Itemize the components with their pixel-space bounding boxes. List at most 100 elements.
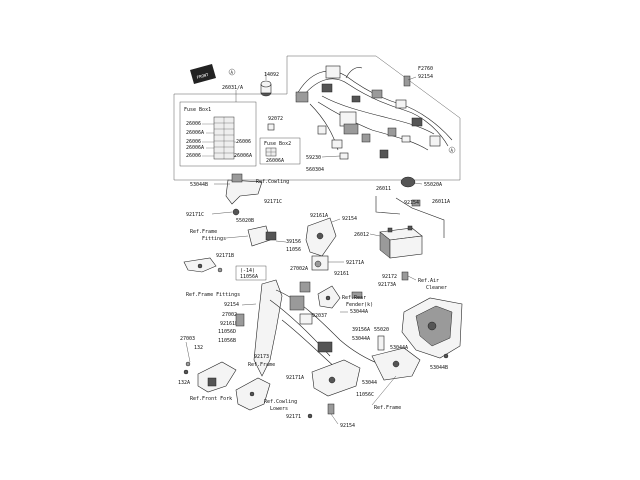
fuse-row-6: 26006 bbox=[186, 153, 201, 159]
label-92173a: 92173A bbox=[378, 282, 396, 288]
label-92171: 92171 bbox=[286, 414, 301, 420]
label-27003: 27003 bbox=[180, 336, 195, 342]
part-92072 bbox=[267, 123, 275, 131]
battery-26012 bbox=[379, 225, 423, 259]
upper-bracket bbox=[225, 173, 263, 216]
label-11056b: 11056B bbox=[218, 338, 236, 344]
label-11056a: 11056A bbox=[240, 274, 258, 280]
label-26011: 26011 bbox=[376, 186, 391, 192]
label-ref-cowling-low: Ref.Cowling bbox=[264, 399, 297, 405]
part-92154-b bbox=[327, 403, 335, 415]
label-26012: 26012 bbox=[354, 232, 369, 238]
fuse-row-3: 26006 bbox=[236, 139, 251, 145]
fuse-row-7: 26006A bbox=[234, 153, 252, 159]
main-wire-harness bbox=[295, 65, 453, 159]
label-39156a: 39156A bbox=[352, 327, 370, 333]
label-560304: 560304 bbox=[306, 167, 324, 173]
fork-bracket-27003 bbox=[183, 361, 237, 393]
label-39156: 39156 bbox=[286, 239, 301, 245]
label-f2760: F2760 bbox=[418, 66, 433, 72]
label-132: 132 bbox=[194, 345, 203, 351]
label-53044a-c: 53044A bbox=[390, 345, 408, 351]
label-ref-air: Ref.Air bbox=[418, 278, 439, 284]
label-92171c-a: 92171C bbox=[264, 199, 282, 205]
fuse-row-4: 26006 bbox=[186, 139, 201, 145]
label-55020a: 55020A bbox=[424, 182, 442, 188]
label-lowers: Lowers bbox=[270, 406, 288, 412]
label-27002: 27002 bbox=[222, 312, 237, 318]
label-cleaner: Cleaner bbox=[426, 285, 447, 291]
label-11056: 11056 bbox=[286, 247, 301, 253]
label-92161: 92161 bbox=[334, 271, 349, 277]
label-92171c-b: 92171C bbox=[186, 212, 204, 218]
label-ref-cowling: Ref.Cowling bbox=[256, 179, 289, 185]
front-badge-text: FRONT bbox=[196, 72, 209, 80]
rear-fender-bracket bbox=[317, 285, 363, 309]
fuse-row-1: 26006 bbox=[186, 121, 201, 127]
label-92171b: 92171B bbox=[216, 253, 234, 259]
label-ref-frame-2: Ref.Frame bbox=[248, 362, 275, 368]
fuse-box-1: Fuse Box1 26006 26006A 26006 26006 26006… bbox=[179, 101, 257, 167]
label-92171a: 92171A bbox=[346, 260, 364, 266]
label-92072: 92072 bbox=[268, 116, 283, 122]
front-badge: FRONT bbox=[190, 64, 216, 84]
label-ref-frame-3: Ref.Frame bbox=[374, 405, 401, 411]
label-53044b-b: 53044B bbox=[430, 365, 448, 371]
air-cleaner-tray bbox=[401, 297, 463, 359]
label-92154-l: 92154 bbox=[224, 302, 239, 308]
label-92154-r: 92154 bbox=[404, 200, 419, 206]
sensor-27002 bbox=[235, 313, 245, 327]
label-92154-top: 92154 bbox=[418, 74, 433, 80]
label-27002a: 27002A bbox=[290, 266, 308, 272]
cap-14092 bbox=[260, 72, 272, 97]
label-26011a: 26011A bbox=[432, 199, 450, 205]
fuse-box-1-title: Fuse Box1 bbox=[184, 107, 211, 113]
callout-a-right: A bbox=[448, 146, 456, 154]
label-92161b: 92161B bbox=[220, 321, 238, 327]
label-ref-rear: Ref.Rear bbox=[342, 295, 366, 301]
label-92154-mid: 92154 bbox=[342, 216, 357, 222]
cover-92161a bbox=[305, 217, 337, 271]
fuse-box-2-part: 26006A bbox=[266, 158, 284, 164]
label-92173: 92173 bbox=[254, 354, 269, 360]
label-ref-frame-fittings: Ref.Frame Fittings bbox=[186, 292, 240, 298]
fuse-row-2: 26006A bbox=[186, 130, 204, 136]
bracket-92171b bbox=[183, 257, 223, 273]
part-55020 bbox=[377, 335, 385, 351]
bolt-92171 bbox=[307, 413, 313, 419]
part-92172 bbox=[401, 271, 409, 281]
label-55020: 55020 bbox=[374, 327, 389, 333]
label-14092: 14092 bbox=[264, 72, 279, 78]
label-59230: 59230 bbox=[306, 155, 321, 161]
label-92172: 92172 bbox=[382, 274, 397, 280]
label-26031a: 26031/A bbox=[222, 85, 243, 91]
label-11056c: 11056C bbox=[356, 392, 374, 398]
relay-55020b bbox=[247, 225, 277, 247]
callout-a-right-text: A bbox=[451, 148, 454, 153]
label-53044a-b: 53044A bbox=[352, 336, 370, 342]
label-53044a-a: 53044A bbox=[350, 309, 368, 315]
label-92037: 92037 bbox=[312, 313, 327, 319]
label-ref-front-fork: Ref.Front Fork bbox=[190, 396, 232, 402]
label-92154-b: 92154 bbox=[340, 423, 355, 429]
part-59230 bbox=[339, 152, 349, 160]
fuse-row-5: 26006A bbox=[186, 145, 204, 151]
fuse-box-2: Fuse Box2 26006A bbox=[259, 137, 301, 165]
lower-cowling-bracket bbox=[235, 377, 271, 411]
callout-a-left: A bbox=[228, 68, 236, 76]
central-harness-frame bbox=[253, 279, 421, 397]
label-92171a-b: 92171A bbox=[286, 375, 304, 381]
label-132a: 132A bbox=[178, 380, 190, 386]
upper-section-frame bbox=[173, 55, 461, 181]
variant-box bbox=[235, 265, 267, 281]
label-ref-frame-1: Ref.Frame bbox=[190, 229, 217, 235]
label-fittings: Fittings bbox=[202, 236, 226, 242]
label-53044b: 53044B bbox=[190, 182, 208, 188]
label-fender: Fender(k) bbox=[346, 302, 373, 308]
fuse-box-2-title: Fuse Box2 bbox=[264, 141, 291, 147]
label-11056d: 11056D bbox=[218, 329, 236, 335]
label-55020b: 55020B bbox=[236, 218, 254, 224]
label-92161a: 92161A bbox=[310, 213, 328, 219]
battery-bracket-26011 bbox=[375, 176, 445, 238]
